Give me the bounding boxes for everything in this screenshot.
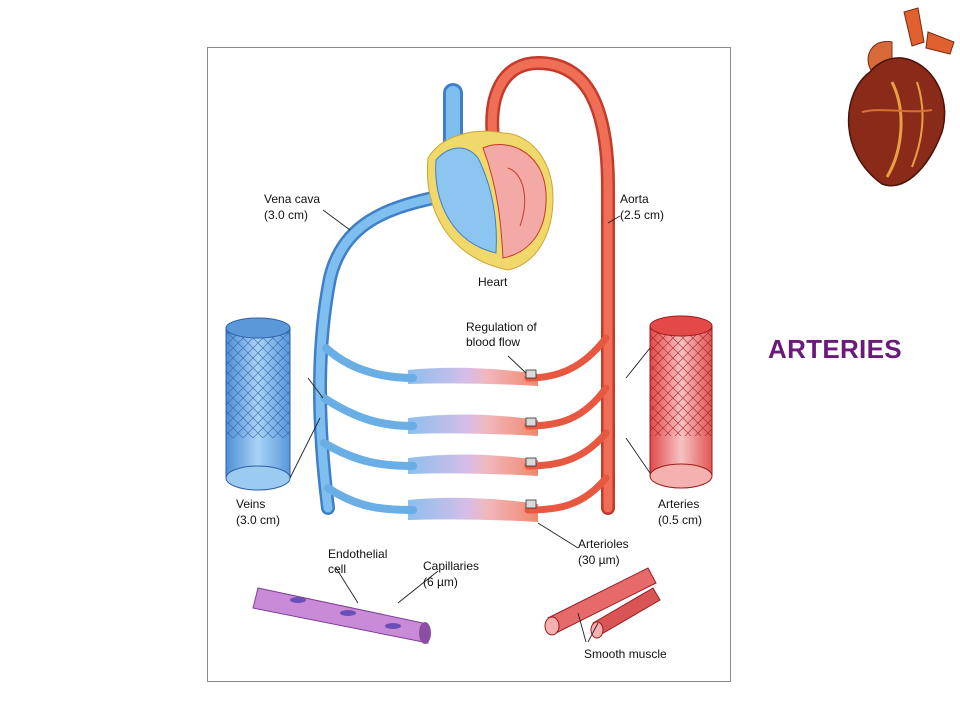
- vein-cross-section: [225, 317, 291, 491]
- diagram-frame: Vena cava (3.0 cm) Aorta (2.5 cm) Heart …: [207, 47, 731, 682]
- arteriole-tube: [544, 567, 661, 639]
- label-arterioles: Arterioles: [578, 537, 629, 551]
- label-regulation-2: blood flow: [466, 335, 520, 349]
- label-arteries-size: (0.5 cm): [658, 513, 702, 527]
- arterial-system: [485, 55, 615, 515]
- capillary-beds: [408, 367, 538, 522]
- leader-lines: [289, 209, 651, 643]
- label-arteries: Arteries: [658, 497, 699, 511]
- flow-regulators: [525, 369, 537, 509]
- label-veins: Veins: [236, 497, 265, 511]
- label-vena-cava-size: (3.0 cm): [264, 208, 308, 222]
- label-smooth-muscle: Smooth muscle: [584, 647, 667, 661]
- label-endothelial-2: cell: [328, 562, 346, 576]
- anatomical-heart-icon: [847, 7, 955, 187]
- label-aorta-size: (2.5 cm): [620, 208, 664, 222]
- label-heart: Heart: [478, 275, 508, 289]
- label-vena-cava: Vena cava: [264, 192, 320, 206]
- label-arterioles-size: (30 µm): [578, 553, 620, 567]
- label-endothelial-1: Endothelial: [328, 547, 387, 561]
- label-capillaries: Capillaries: [423, 559, 479, 573]
- label-regulation-1: Regulation of: [466, 320, 537, 334]
- circulatory-diagram: Vena cava (3.0 cm) Aorta (2.5 cm) Heart …: [225, 55, 713, 661]
- label-aorta: Aorta: [620, 192, 649, 206]
- artery-cross-section: [649, 315, 713, 489]
- label-capillaries-size: (6 µm): [423, 575, 458, 589]
- slide-title: ARTERIES: [768, 334, 902, 364]
- capillary-tube: [252, 587, 431, 644]
- label-veins-size: (3.0 cm): [236, 513, 280, 527]
- venous-system: [313, 83, 463, 515]
- heart-illustration: [426, 130, 554, 271]
